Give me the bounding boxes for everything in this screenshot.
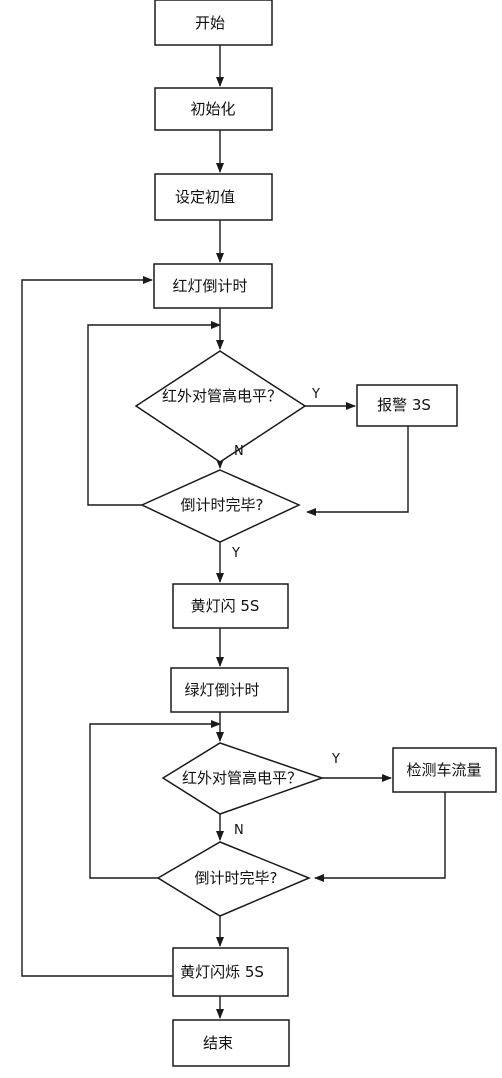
- start-node: 开始: [154, 0, 273, 46]
- countdown-done-1-label: 倒计时完毕?: [181, 496, 264, 514]
- ir-check-1-node: 红外对管高电平？: [134, 350, 307, 463]
- ir-check-1-label: 红外对管高电平？: [162, 387, 282, 405]
- red-countdown-node: 红灯倒计时: [153, 263, 273, 309]
- edge-done2-loop: [89, 720, 221, 879]
- red-countdown-label: 红灯倒计时: [172, 277, 247, 295]
- ir-check-2-node: 红外对管高电平？: [161, 742, 325, 815]
- yellow-flash-2-label: 黄灯闪烁 5S: [180, 963, 264, 981]
- done1-yes-label: Y: [231, 546, 240, 561]
- ir2-yes-label: Y: [331, 752, 340, 767]
- set-initial-label: 设定初值: [175, 188, 235, 206]
- set-initial-node: 设定初值: [154, 173, 273, 221]
- green-countdown-label: 绿灯倒计时: [184, 681, 259, 699]
- edges: [21, 45, 446, 1019]
- ir-check-2-label: 红外对管高电平？: [182, 769, 302, 787]
- end-label: 结束: [203, 1034, 233, 1052]
- alarm-label: 报警 3S: [377, 396, 431, 414]
- yellow-flash-1-label: 黄灯闪 5S: [191, 597, 260, 615]
- detect-traffic-node: 检测车流量: [392, 747, 497, 793]
- countdown-done-1-node: 倒计时完毕?: [140, 469, 301, 543]
- ir1-yes-label: Y: [311, 387, 320, 402]
- start-label: 开始: [195, 14, 225, 32]
- detect-traffic-label: 检测车流量: [406, 761, 481, 779]
- yellow-flash-1-node: 黄灯闪 5S: [172, 583, 289, 629]
- init-label: 初始化: [190, 100, 235, 118]
- edge-alarm-return: [306, 426, 409, 516]
- end-node: 结束: [172, 1019, 290, 1067]
- yellow-flash-2-node: 黄灯闪烁 5S: [172, 947, 289, 997]
- ir2-no-label: N: [234, 823, 244, 838]
- ir1-no-label: N: [234, 444, 244, 459]
- init-node: 初始化: [154, 87, 273, 131]
- countdown-done-2-label: 倒计时完毕?: [195, 869, 278, 887]
- green-countdown-node: 绿灯倒计时: [170, 667, 289, 713]
- alarm-node: 报警 3S: [356, 384, 458, 427]
- edge-done1-loop: [87, 321, 221, 506]
- edge-yellow2-back-to-red: [21, 276, 173, 977]
- edge-detect-return: [314, 792, 446, 882]
- countdown-done-2-node: 倒计时完毕?: [156, 841, 311, 917]
